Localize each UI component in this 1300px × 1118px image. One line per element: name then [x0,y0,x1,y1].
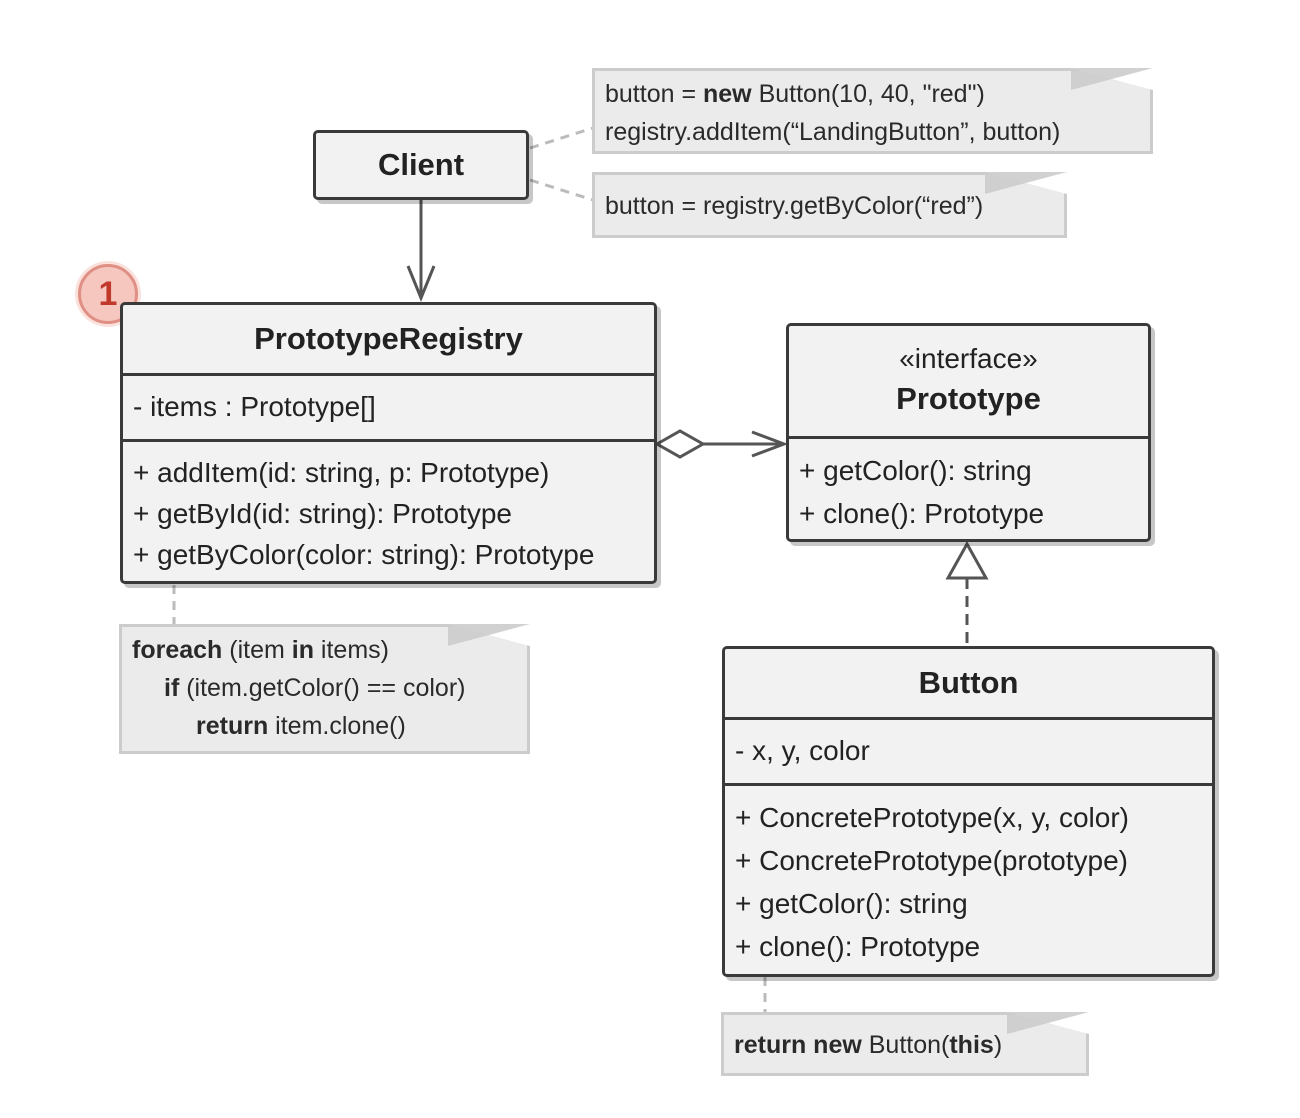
button-method-2: + getColor(): string [735,888,968,919]
note-line-1: button = registry.getByColor(“red”) [605,192,984,220]
button-note: return new Button(this) [721,1012,1089,1076]
button-method-0: + ConcretePrototype(x, y, color) [735,802,1129,833]
aggregation-diamond [653,429,707,459]
note-line-1: foreach (item in items) [132,636,389,664]
note-line-1: button = new Button(10, 40, "red") [605,80,985,108]
client-class-name: Client [377,147,465,182]
button-class[interactable]: Button - x, y, color + ConcretePrototype… [722,646,1215,977]
note-line-3: return item.clone() [196,712,406,740]
client-note-add: button = new Button(10, 40, "red") regis… [592,68,1153,154]
prototype-method-0: + getColor(): string [799,455,1032,486]
note-line-2: if (item.getColor() == color) [164,674,466,702]
prototype-interface[interactable]: «interface» Prototype + getColor(): stri… [786,323,1151,542]
prototype-method-1: + clone(): Prototype [799,498,1045,529]
button-field-0: - x, y, color [735,735,870,766]
client-class[interactable]: Client [313,130,529,200]
prototype-registry-class[interactable]: PrototypeRegistry - items : Prototype[] … [120,302,657,584]
registry-fields: - items : Prototype[] [123,373,654,439]
note-line-1: return new Button(this) [734,1031,1003,1059]
button-class-name: Button [918,665,1019,700]
button-method-3: + clone(): Prototype [735,931,981,962]
registry-methods: + addItem(id: string, p: Prototype) + ge… [123,439,654,575]
button-method-1: + ConcretePrototype(prototype) [735,845,1128,876]
client-note-link-2 [529,178,594,202]
prototype-stereotype: «interface» [899,343,1038,374]
note-line-2: registry.addItem(“LandingButton”, button… [605,118,1061,146]
registry-method-2: + getByColor(color: string): Prototype [133,539,595,570]
registry-method-1: + getById(id: string): Prototype [133,498,512,529]
prototype-methods: + getColor(): string + clone(): Prototyp… [789,436,1148,535]
registry-class-name: PrototypeRegistry [254,321,523,356]
client-note-link-1 [529,126,594,150]
client-note-get: button = registry.getByColor(“red”) [592,172,1067,238]
aggregation-arrowhead [751,430,789,458]
registry-method-0: + addItem(id: string, p: Prototype) [133,457,550,488]
prototype-header: «interface» Prototype [789,326,1148,436]
button-fields: - x, y, color [725,717,1212,783]
button-methods: + ConcretePrototype(x, y, color) + Concr… [725,783,1212,968]
registry-field-0: - items : Prototype[] [133,391,376,422]
prototype-class-name: Prototype [896,381,1041,416]
client-registry-arrowhead [406,265,436,302]
realization-triangle [945,540,989,580]
registry-note: foreach (item in items) if (item.getColo… [119,624,530,754]
